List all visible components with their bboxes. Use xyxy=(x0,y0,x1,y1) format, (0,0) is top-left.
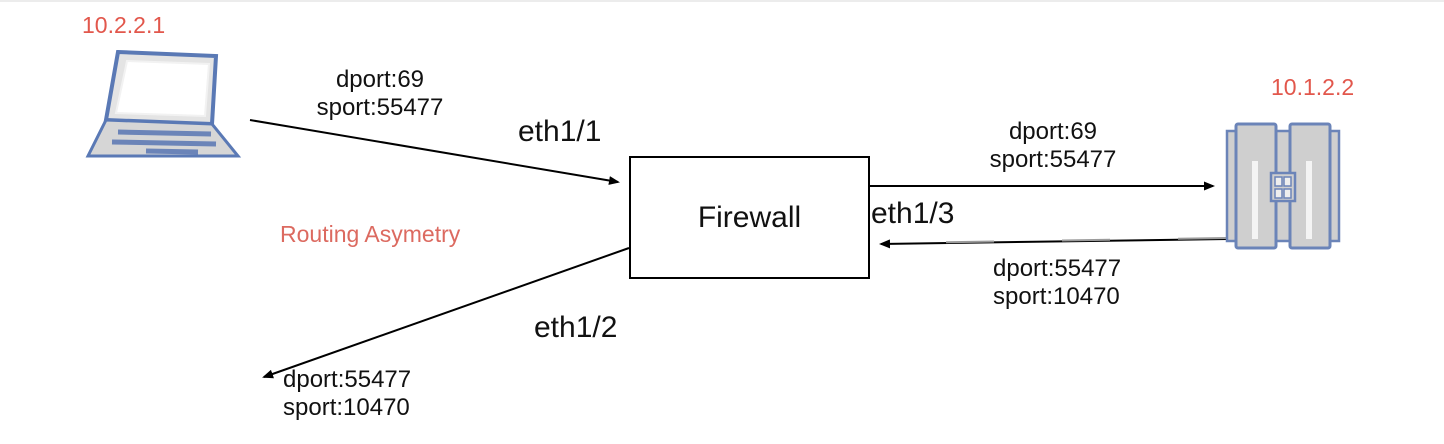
laptop-icon xyxy=(85,50,242,158)
flow-label-server-to-firewall: dport:55477 sport:10470 xyxy=(993,255,1121,311)
flow-dport: dport:69 xyxy=(1008,118,1098,145)
flow-label-client-to-firewall: dport:69 sport:55477 xyxy=(300,66,460,122)
server-icon xyxy=(1225,122,1341,250)
server-ip-label: 10.1.2.2 xyxy=(1271,74,1355,100)
flow-sport: sport:10470 xyxy=(283,394,410,421)
routing-asymmetry-note: Routing Asymetry xyxy=(280,221,461,247)
flow-dport: dport:55477 xyxy=(283,366,412,393)
interface-label-eth1-3: eth1/3 xyxy=(871,197,955,230)
flow-sport: sport:10470 xyxy=(993,283,1120,310)
client-ip-label: 10.2.2.1 xyxy=(82,12,166,38)
interface-label-eth1-1: eth1/1 xyxy=(518,115,602,148)
flow-sport: sport:55477 xyxy=(989,146,1117,173)
firewall-label: Firewall xyxy=(697,200,802,234)
flow-label-firewall-to-server: dport:69 sport:55477 xyxy=(973,118,1133,174)
arrow-server-to-firewall xyxy=(879,238,1229,249)
flow-dport: dport:69 xyxy=(335,66,425,93)
interface-label-eth1-2: eth1/2 xyxy=(534,311,618,344)
flow-label-firewall-to-client: dport:55477 sport:10470 xyxy=(283,366,411,422)
flow-sport: sport:55477 xyxy=(316,94,444,121)
flow-dport: dport:55477 xyxy=(993,255,1122,282)
firewall-node: Firewall xyxy=(629,156,870,279)
arrow-server-to-firewall-overlay xyxy=(894,237,1227,244)
